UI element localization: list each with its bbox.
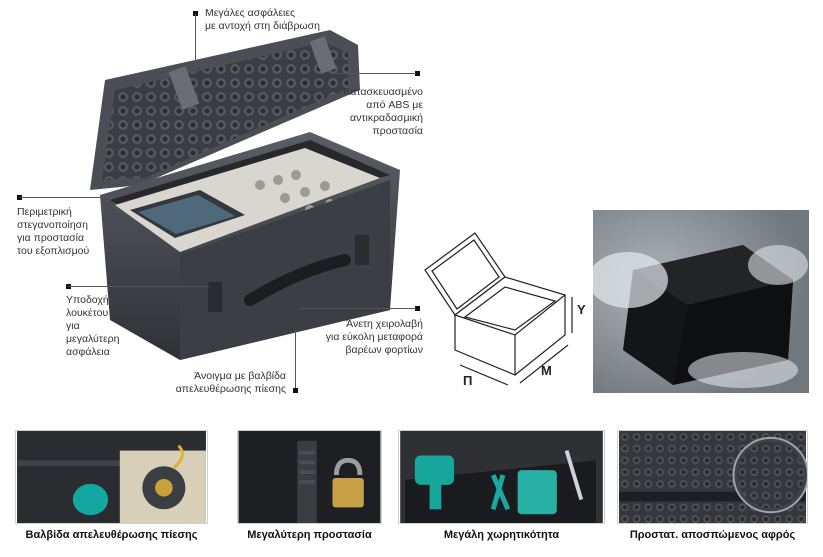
callout-text: αντικραδασμική [350, 112, 423, 124]
callout-text: του εξοπλισμού [17, 245, 90, 257]
dim-length-label: Μ [541, 363, 552, 378]
callout-dot [193, 11, 198, 16]
callout-text: μεγαλύτερη [66, 333, 120, 345]
callout-text: στεγανοποίηση [17, 219, 88, 231]
thumbnail-valve [15, 430, 208, 524]
case-illustration [90, 30, 400, 360]
thumbnail-lock [237, 430, 382, 524]
callout-text: με αντοχή στη διάβρωση [205, 20, 320, 32]
thumbnail-caption: Βαλβίδα απελευθέρωσης πίεσης [25, 529, 198, 541]
callout-dot [66, 284, 71, 289]
callout-text: Μεγάλες ασφάλειες [205, 7, 296, 19]
leader-line [69, 286, 209, 287]
callout-valve: Άνοιγμα με βαλβίδα απελευθέρωσης πίεσης [166, 370, 286, 396]
callout-lock: Υποδοχή λουκέτου για μεγαλύτερη ασφάλεια [66, 294, 119, 359]
callout-text: για εύκολη μεταφορά [325, 331, 423, 343]
leader-line [20, 197, 115, 198]
leader-line [300, 308, 416, 309]
callout-text: Άνοιγμα με βαλβίδα [194, 370, 286, 382]
callout-text: απελευθέρωσης πίεσης [175, 383, 286, 395]
dim-width-label: Π [463, 373, 473, 388]
waterproof-photo [593, 210, 809, 393]
leader-line [195, 14, 196, 70]
callout-abs: Κατασκευασμένο από ABS με αντικραδασμική… [330, 86, 423, 138]
callout-dot [415, 71, 420, 76]
callout-dot [415, 306, 420, 311]
callout-text: για [66, 320, 80, 332]
callout-text: ασφάλεια [66, 346, 110, 358]
thumbnail-capacity [398, 430, 605, 524]
leader-line [330, 73, 416, 74]
thumbnail-caption: Προστατ. αποσπώμενος αφρός [629, 529, 796, 541]
dim-height-label: Υ [577, 302, 586, 317]
thumbnail-caption: Μεγαλύτερη προστασία [247, 529, 372, 541]
leader-line [295, 330, 296, 388]
callout-dot [17, 195, 22, 200]
callout-text: προστασία [372, 125, 424, 137]
thumbnail-foam [617, 430, 808, 524]
callout-text: Άνετη χειρολαβή [346, 318, 423, 330]
callout-text: για προστασία [17, 232, 85, 244]
callout-seal: Περιμετρική στεγανοποίηση για προστασία … [17, 206, 89, 258]
dimensions-diagram [424, 232, 573, 386]
callout-dot [293, 388, 298, 393]
callout-text: από ABS με [366, 99, 423, 111]
callout-text: Περιμετρική [17, 206, 72, 218]
callout-handle: Άνετη χειρολαβή για εύκολη μεταφορά βαρέ… [305, 318, 423, 357]
callout-text: βαρέων φορτίων [345, 344, 423, 356]
callout-text: λουκέτου [66, 307, 109, 319]
thumbnail-caption: Μεγάλη χωρητικότητα [443, 529, 560, 541]
callout-text: Κατασκευασμένο [343, 86, 423, 98]
callout-fuses: Μεγάλες ασφάλειες με αντοχή στη διάβρωση [205, 7, 320, 33]
callout-text: Υποδοχή [66, 294, 109, 306]
